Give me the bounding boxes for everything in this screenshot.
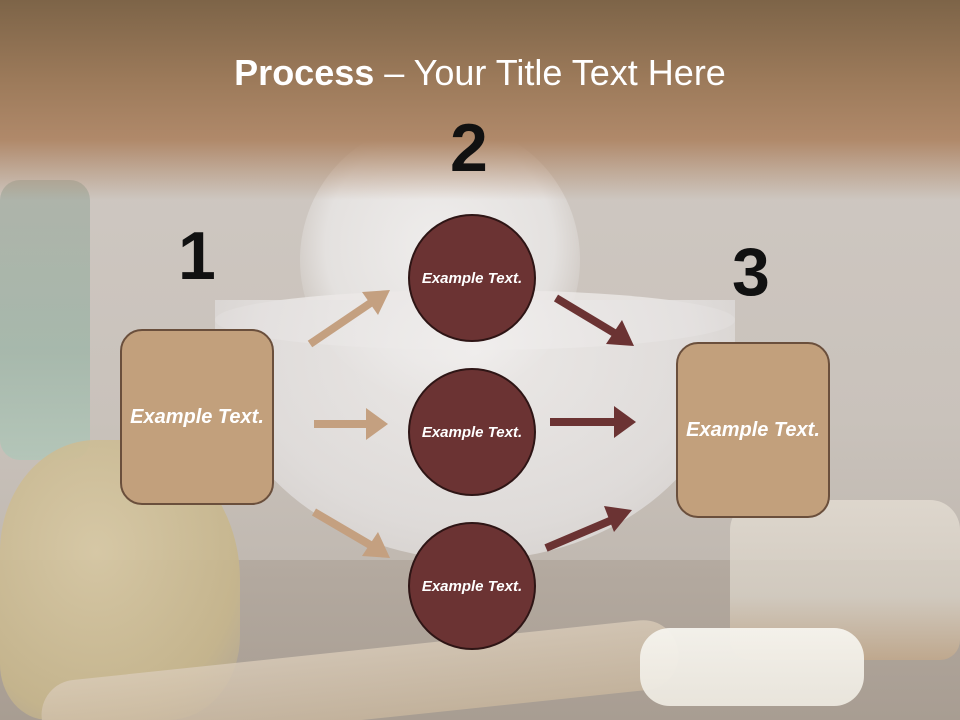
step-box-right-text: Example Text. xyxy=(686,418,820,441)
title-band xyxy=(0,0,960,200)
step-circle-top[interactable]: Example Text. xyxy=(408,214,536,342)
arrow-middle-to-right xyxy=(550,406,636,438)
arrow-top-to-right xyxy=(553,294,634,346)
soap-image xyxy=(640,628,864,706)
step-box-right[interactable]: Example Text. xyxy=(676,342,830,518)
step-box-left[interactable]: Example Text. xyxy=(120,329,274,505)
bottle-image xyxy=(0,180,90,460)
step-circle-middle[interactable]: Example Text. xyxy=(408,368,536,496)
step-circle-bottom-text: Example Text. xyxy=(421,577,523,595)
step-circle-bottom[interactable]: Example Text. xyxy=(408,522,536,650)
title-rest: – Your Title Text Here xyxy=(374,52,726,93)
step-number-1: 1 xyxy=(178,218,216,294)
arrow-left-to-middle xyxy=(314,408,388,440)
step-circle-middle-text: Example Text. xyxy=(421,423,523,441)
step-number-3: 3 xyxy=(732,234,770,310)
arrow-left-to-top xyxy=(307,290,390,348)
arrow-left-to-bottom xyxy=(311,508,390,558)
step-circle-top-text: Example Text. xyxy=(421,269,523,287)
arrow-bottom-to-right xyxy=(544,506,632,552)
step-number-2: 2 xyxy=(450,110,488,186)
slide-title: Process – Your Title Text Here xyxy=(0,52,960,94)
title-bold: Process xyxy=(234,52,375,93)
step-box-left-text: Example Text. xyxy=(130,405,264,428)
